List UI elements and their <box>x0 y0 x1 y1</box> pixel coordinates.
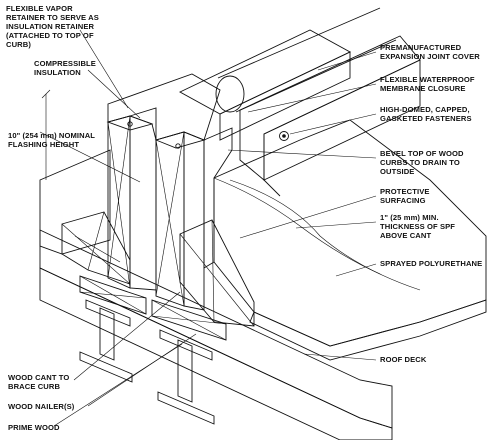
wood-cant-left <box>61 211 131 285</box>
label-line: CURBS TO DRAIN TO <box>380 158 460 167</box>
label-sprayed-polyurethane: SPRAYED POLYURETHANE <box>380 259 482 268</box>
expansion-joint-cover <box>179 7 421 197</box>
label-line: ROOF DECK <box>380 355 427 364</box>
label-line: FLEXIBLE VAPOR <box>6 4 73 13</box>
label-wood-cant: WOOD CANT TO BRACE CURB <box>8 373 69 391</box>
wood-nailer-left <box>79 275 147 315</box>
label-flashing-height: 10" (254 mm) NOMINAL FLASHING HEIGHT <box>8 131 95 149</box>
wood-nailer-right <box>151 299 227 341</box>
label-line: SPRAYED POLYURETHANE <box>380 259 482 268</box>
label-fasteners: HIGH-DOMED, CAPPED, GASKETED FASTENERS <box>380 105 472 123</box>
membrane-closure <box>107 73 233 269</box>
label-line: FLASHING HEIGHT <box>8 140 79 149</box>
label-wood-nailer: WOOD NAILER(S) <box>8 402 75 411</box>
label-line: BEVEL TOP OF WOOD <box>380 149 464 158</box>
label-line: RETAINER TO SERVE AS <box>6 13 99 22</box>
roof-deck <box>39 229 393 440</box>
label-line: WOOD CANT TO <box>8 373 69 382</box>
steel-beam-left <box>79 299 133 383</box>
label-prime-wood: PRIME WOOD <box>8 423 60 432</box>
label-compressible-insulation: COMPRESSIBLE INSULATION <box>34 59 96 77</box>
leader-lines <box>39 29 377 427</box>
label-line: PRIME WOOD <box>8 423 60 432</box>
label-bevel: BEVEL TOP OF WOOD CURBS TO DRAIN TO OUTS… <box>380 149 464 176</box>
label-roof-deck: ROOF DECK <box>380 355 427 364</box>
label-protective-surfacing: PROTECTIVE SURFACING <box>380 187 430 205</box>
label-line: PROTECTIVE <box>380 187 430 196</box>
spf-right <box>213 119 487 361</box>
label-line: COMPRESSIBLE <box>34 59 96 68</box>
label-line: (ATTACHED TO TOP OF <box>6 31 94 40</box>
label-line: MEMBRANE CLOSURE <box>380 84 466 93</box>
label-line: CURB) <box>6 40 31 49</box>
label-line: ABOVE CANT <box>380 231 431 240</box>
fastener-head <box>127 121 289 149</box>
label-vapor-retainer: FLEXIBLE VAPOR RETAINER TO SERVE AS INSU… <box>6 4 99 49</box>
label-line: 1" (25 mm) MIN. <box>380 213 439 222</box>
label-joint-cover: PREMANUFACTURED EXPANSION JOINT COVER <box>380 43 480 61</box>
label-line: PREMANUFACTURED <box>380 43 462 52</box>
label-line: INSULATION <box>34 68 81 77</box>
spf-left <box>39 149 111 255</box>
label-line: THICKNESS OF SPF <box>380 222 455 231</box>
label-spf-thickness: 1" (25 mm) MIN. THICKNESS OF SPF ABOVE C… <box>380 213 455 240</box>
label-line: BRACE CURB <box>8 382 60 391</box>
label-line: FLEXIBLE WATERPROOF <box>380 75 475 84</box>
label-line: WOOD NAILER(S) <box>8 402 75 411</box>
label-line: 10" (254 mm) NOMINAL <box>8 131 95 140</box>
compressible-insulation <box>129 107 157 291</box>
wood-curb-right <box>154 131 206 311</box>
steel-beam-right <box>157 329 215 425</box>
label-line: GASKETED FASTENERS <box>380 114 472 123</box>
label-membrane-closure: FLEXIBLE WATERPROOF MEMBRANE CLOSURE <box>380 75 475 93</box>
label-line: HIGH-DOMED, CAPPED, <box>380 105 470 114</box>
label-line: OUTSIDE <box>380 167 414 176</box>
label-line: EXPANSION JOINT COVER <box>380 52 480 61</box>
label-line: INSULATION RETAINER <box>6 22 95 31</box>
wood-cant-right <box>179 219 255 327</box>
label-line: SURFACING <box>380 196 426 205</box>
